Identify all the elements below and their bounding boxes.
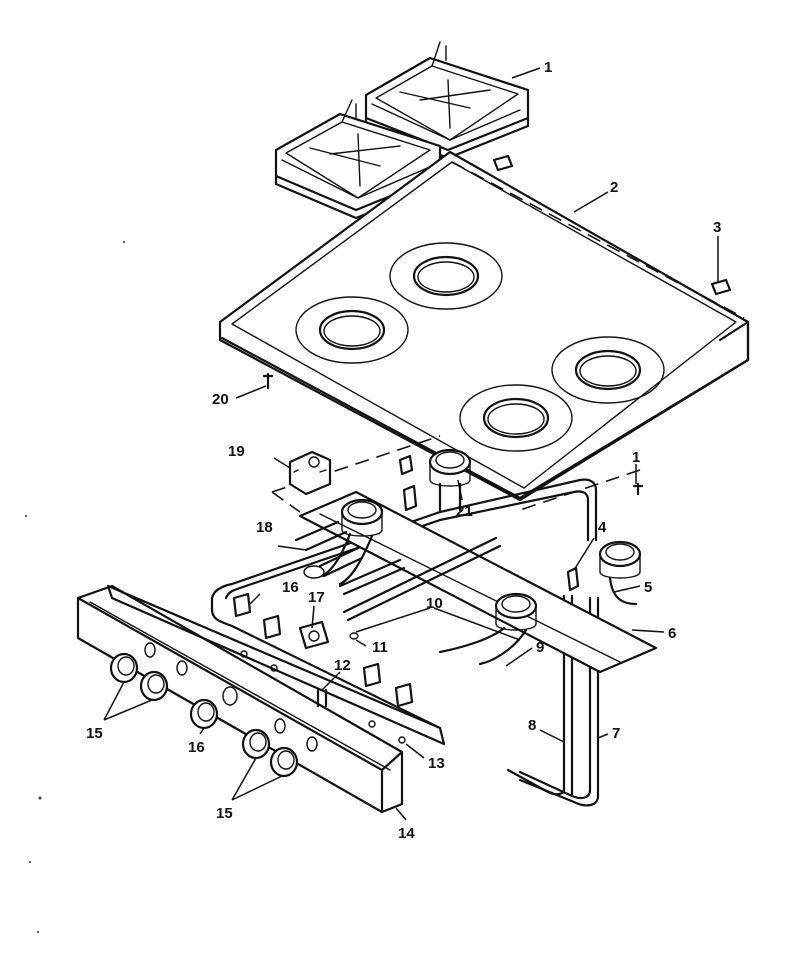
screws-12 [316,688,328,708]
cooktop [218,150,750,502]
callout-15a: 15 [86,725,103,742]
callout-16a: 16 [282,579,299,596]
knob-15-1 [109,652,139,684]
orifice-tube-10 [342,536,502,622]
venturi-tube-18 [294,520,364,579]
valve-right-2 [394,682,414,708]
orifice-11 [349,632,359,640]
callout-18: 18 [256,519,273,536]
igniter-bracket-4 [566,566,580,592]
callout-6: 6 [668,625,676,642]
callout-16b: 16 [188,739,205,756]
burner-opening-front-left [295,296,409,364]
gas-regulator-19 [288,450,332,496]
manifold-tube [210,478,598,730]
callout-4: 4 [598,519,607,536]
control-panel [76,584,446,814]
burner-opening-front-right [459,384,573,452]
callout-2: 2 [610,179,618,196]
burner-opening-rear-left [389,242,503,310]
callout-labels: 1 1 2 3 4 5 6 7 8 9 10 11 12 13 14 15 15… [86,59,721,842]
igniter-bracket-top [398,454,418,512]
callout-3: 3 [713,219,721,236]
scan-specks [25,241,125,933]
callout-5: 5 [644,579,652,596]
leader-lines [103,67,719,821]
screw-20 [262,372,274,390]
burner-head-right [598,540,642,606]
burner-head-left [320,498,384,586]
panel-holes [144,642,318,752]
knob-15-2 [139,670,169,702]
knob-15-4 [269,746,299,778]
callout-21: 21 [456,503,473,520]
knob-16 [189,698,219,730]
burner-head-21 [428,448,472,512]
callout-17: 17 [308,589,325,606]
callout-12: 12 [334,657,351,674]
panel-screws [240,650,376,728]
callout-10: 10 [426,595,443,612]
screw-1b [632,482,644,496]
burner-grate-front [274,99,442,220]
valve-right-1 [362,662,382,688]
callout-11: 11 [372,639,388,656]
knob-15-3 [241,728,271,760]
callout-15b: 15 [216,805,233,822]
screw-13 [398,736,406,744]
callout-8: 8 [528,717,536,734]
gas-tube-7 [518,596,600,807]
callout-13: 13 [428,755,445,772]
burner-opening-rear-right [551,336,665,404]
valve-16 [232,592,282,640]
callout-1b: 1 [632,449,640,466]
callout-7: 7 [612,725,620,742]
burner-tube [338,558,406,596]
callout-9: 9 [536,639,544,656]
callout-14: 14 [398,825,415,842]
valve-17 [298,620,330,650]
hinge-clip-rear [492,154,514,172]
hinge-clip-right [710,278,732,296]
callout-20: 20 [212,391,229,408]
callout-19: 19 [228,443,245,460]
burner-head-front [438,592,538,666]
callout-1: 1 [544,59,552,76]
